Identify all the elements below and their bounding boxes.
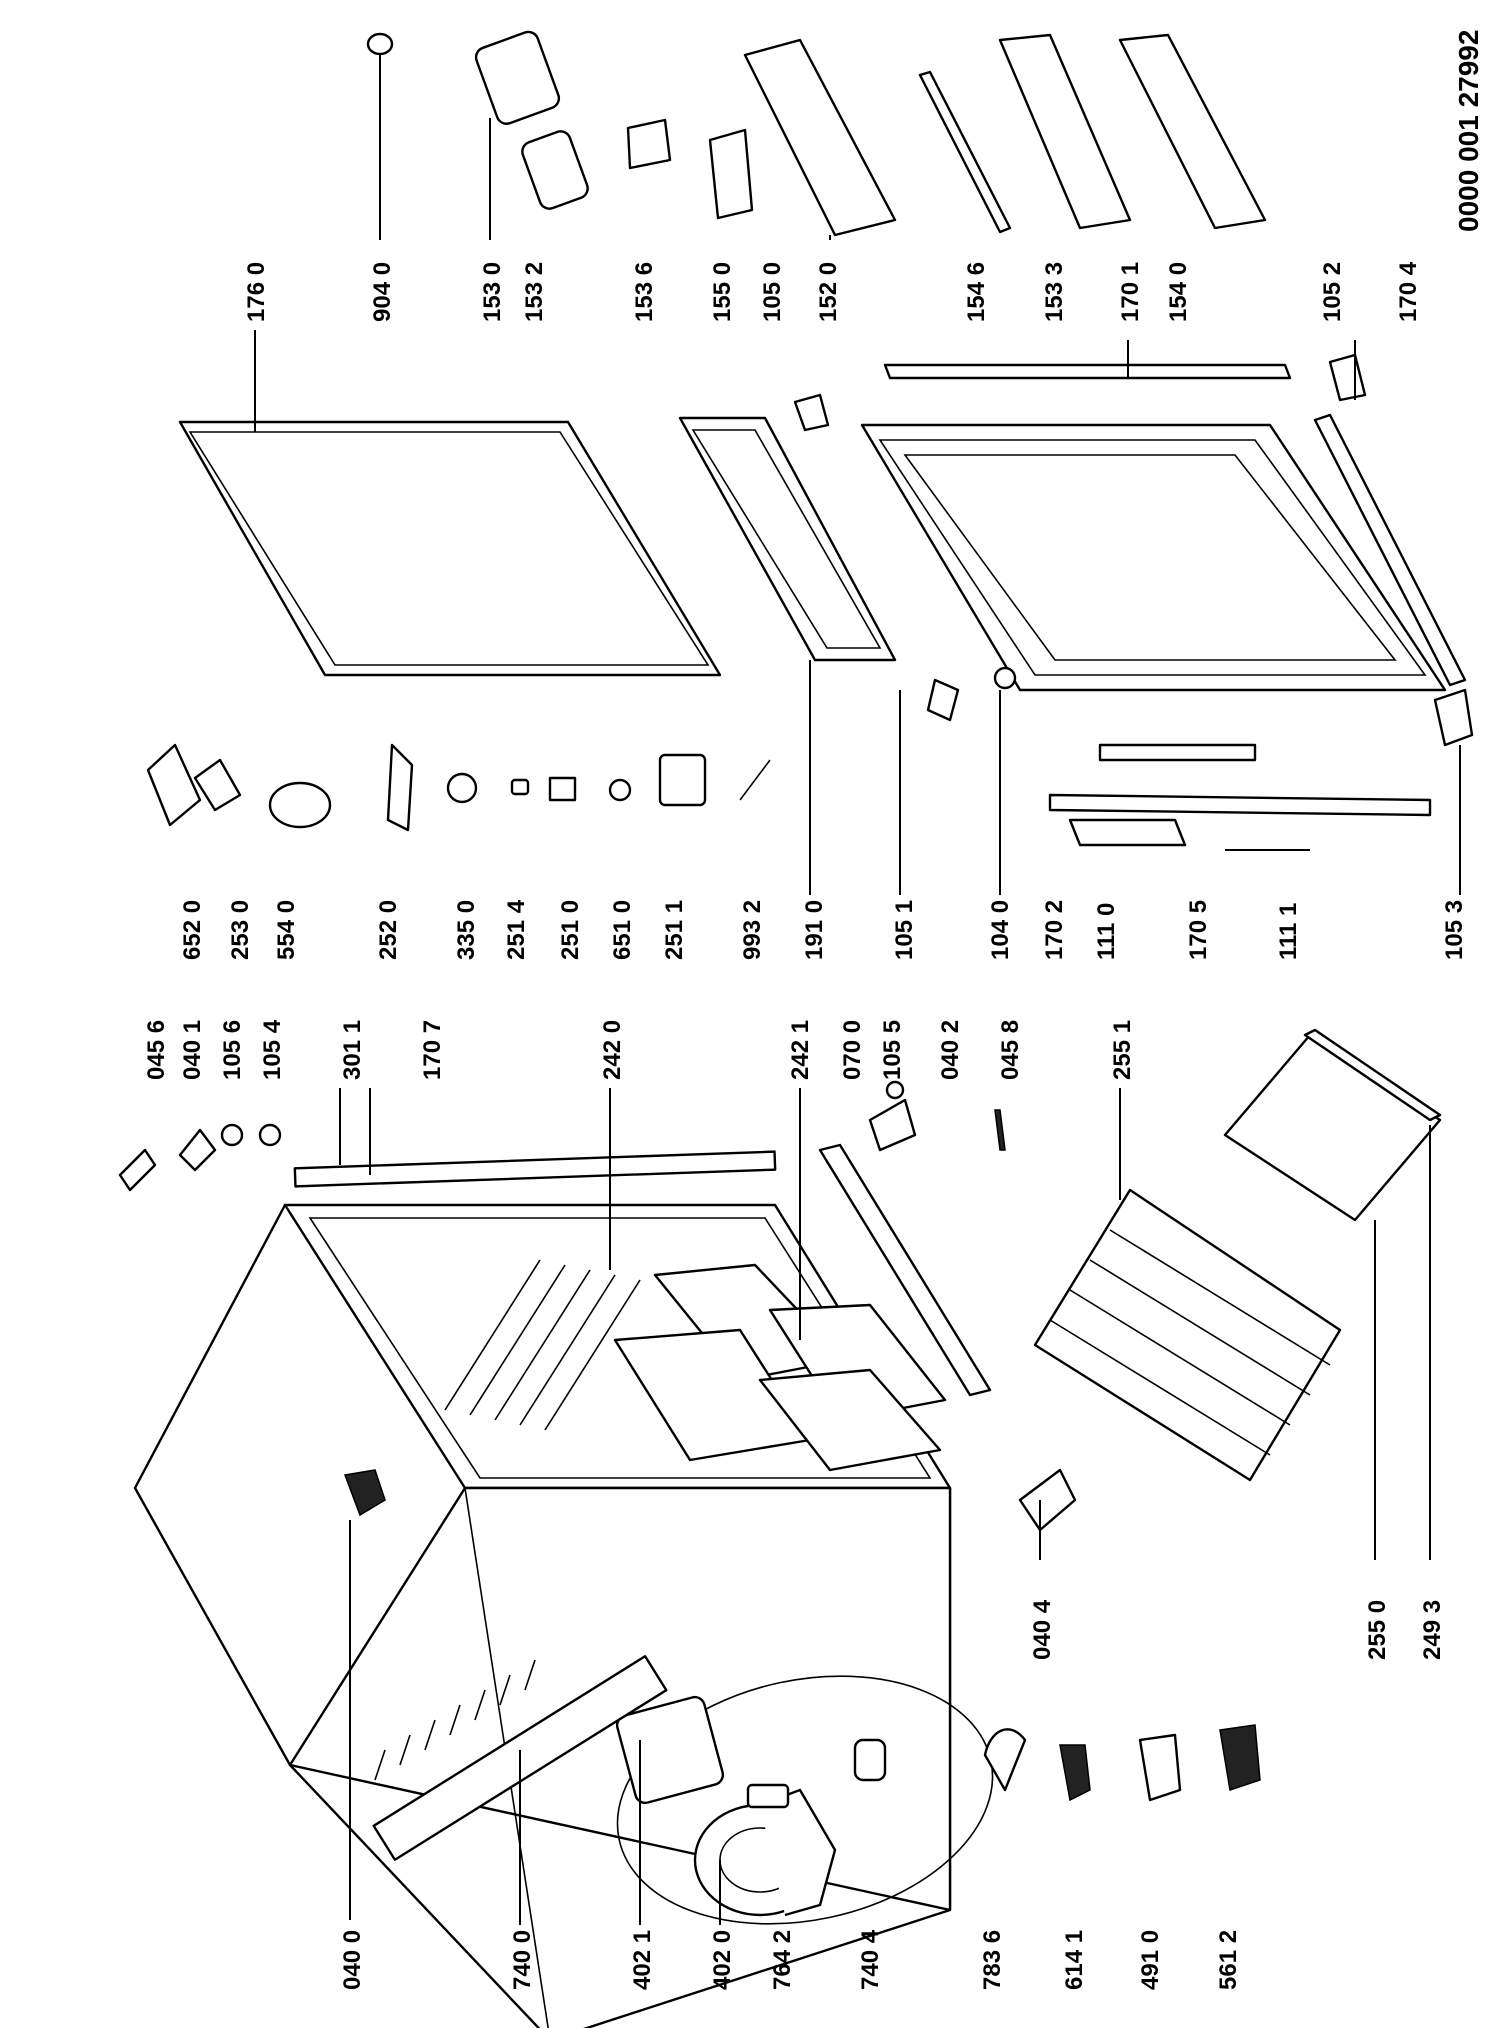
document-id: 0000 001 27992: [1453, 30, 1484, 232]
callout-904-0: 904 0: [369, 262, 396, 322]
callout-242-0: 242 0: [599, 1020, 626, 1080]
callout-764-2: 764 2: [769, 1930, 796, 1990]
callout-111-0: 111 0: [1093, 903, 1120, 960]
callout-040-4: 040 4: [1029, 1599, 1056, 1660]
shelf-grid-255-1: [1033, 1188, 1342, 1482]
callout-154-0: 154 0: [1165, 262, 1192, 322]
callout-191-0: 191 0: [801, 900, 828, 960]
callout-251-0: 251 0: [557, 900, 584, 960]
callout-070-0: 070 0: [839, 1020, 866, 1080]
callout-242-1: 242 1: [787, 1020, 814, 1080]
callout-105-1: 105 1: [891, 900, 918, 960]
leader-lines: [254, 55, 1461, 1925]
callout-740-4: 740 4: [857, 1929, 884, 1990]
callout-040-1: 040 1: [179, 1020, 206, 1080]
strip-070-0: [818, 1143, 992, 1397]
callout-170-1: 170 1: [1117, 262, 1144, 322]
callout-170-4: 170 4: [1395, 261, 1422, 322]
callout-170-2: 170 2: [1041, 900, 1068, 960]
callout-153-6: 153 6: [631, 262, 658, 322]
labels-row-2: 045 6 040 1 105 6 105 4 301 1 170 7 242 …: [143, 1019, 1136, 1080]
callout-255-1: 255 1: [1109, 1020, 1136, 1080]
callout-783-6: 783 6: [979, 1930, 1006, 1990]
callout-154-6: 154 6: [963, 262, 990, 322]
callout-153-3: 153 3: [1041, 262, 1068, 322]
callout-170-5: 170 5: [1185, 900, 1212, 960]
callout-153-0: 153 0: [479, 262, 506, 322]
callout-554-0: 554 0: [273, 900, 300, 960]
callout-614-1: 614 1: [1061, 1930, 1088, 1990]
labels-row-4: 176 0 904 0 153 0 153 2 153 6 155 0 105 …: [243, 261, 1422, 322]
callout-402-1: 402 1: [629, 1930, 656, 1990]
callout-491-0: 491 0: [1137, 1930, 1164, 1990]
door-accessories: [366, 30, 1267, 237]
callout-251-1: 251 1: [661, 900, 688, 960]
callout-105-5: 105 5: [879, 1020, 906, 1080]
callout-104-0: 104 0: [987, 900, 1014, 960]
small-parts-left: [746, 1724, 1261, 1809]
hardware-upper: [118, 1080, 1077, 1532]
labels-row-3: 652 0 253 0 554 0 252 0 335 0 251 4 251 …: [179, 899, 1468, 960]
callout-651-0: 651 0: [609, 900, 636, 960]
callout-105-2: 105 2: [1319, 262, 1346, 322]
strip-170-7: [293, 1150, 777, 1188]
callout-993-2: 993 2: [739, 900, 766, 960]
hardware-right: [793, 353, 1474, 747]
hinge-040-0: [343, 1469, 386, 1517]
callout-561-2: 561 2: [1215, 1930, 1242, 1990]
callout-045-8: 045 8: [997, 1020, 1024, 1080]
shelf-trim-249-3: [1303, 1028, 1442, 1122]
callout-105-0: 105 0: [759, 262, 786, 322]
callout-252-0: 252 0: [375, 900, 402, 960]
callout-105-3: 105 3: [1441, 900, 1468, 960]
callout-176-0: 176 0: [243, 262, 270, 322]
callout-040-2: 040 2: [937, 1020, 964, 1080]
callout-301-1: 301 1: [339, 1020, 366, 1080]
callout-152-0: 152 0: [815, 262, 842, 322]
callout-740-0: 740 0: [509, 1930, 536, 1990]
callout-249-3: 249 3: [1419, 1600, 1446, 1660]
door-104-0: [860, 423, 1447, 692]
callout-255-0: 255 0: [1364, 1600, 1391, 1660]
door-frame-191-0: [678, 416, 897, 662]
callout-251-4: 251 4: [503, 899, 530, 960]
callout-153-2: 153 2: [521, 262, 548, 322]
callout-040-0: 040 0: [339, 1930, 366, 1990]
callout-170-7: 170 7: [419, 1020, 446, 1080]
callout-105-4: 105 4: [259, 1019, 286, 1080]
cabinet-shelves: [444, 1259, 641, 1431]
labels-row-0: 040 0 740 0 402 1 402 0 764 2 740 4 783 …: [339, 1929, 1242, 1990]
callout-045-6: 045 6: [143, 1020, 170, 1080]
plate-111-0: [1068, 818, 1187, 847]
glass-shelf-255-0: [1223, 1033, 1442, 1222]
door-strips: [883, 363, 1467, 817]
callout-111-1: 111 1: [1275, 903, 1302, 960]
callout-402-0: 402 0: [709, 1930, 736, 1990]
labels-row-1: 040 4 255 0 249 3: [1029, 1599, 1446, 1660]
callout-253-0: 253 0: [227, 900, 254, 960]
callout-155-0: 155 0: [709, 262, 736, 322]
crisper-drawer-lower: [758, 1303, 947, 1472]
callout-105-6: 105 6: [219, 1020, 246, 1080]
callout-652-0: 652 0: [179, 900, 206, 960]
top-panel-176-0: [178, 420, 722, 677]
control-components: [146, 743, 771, 832]
callout-335-0: 335 0: [453, 900, 480, 960]
